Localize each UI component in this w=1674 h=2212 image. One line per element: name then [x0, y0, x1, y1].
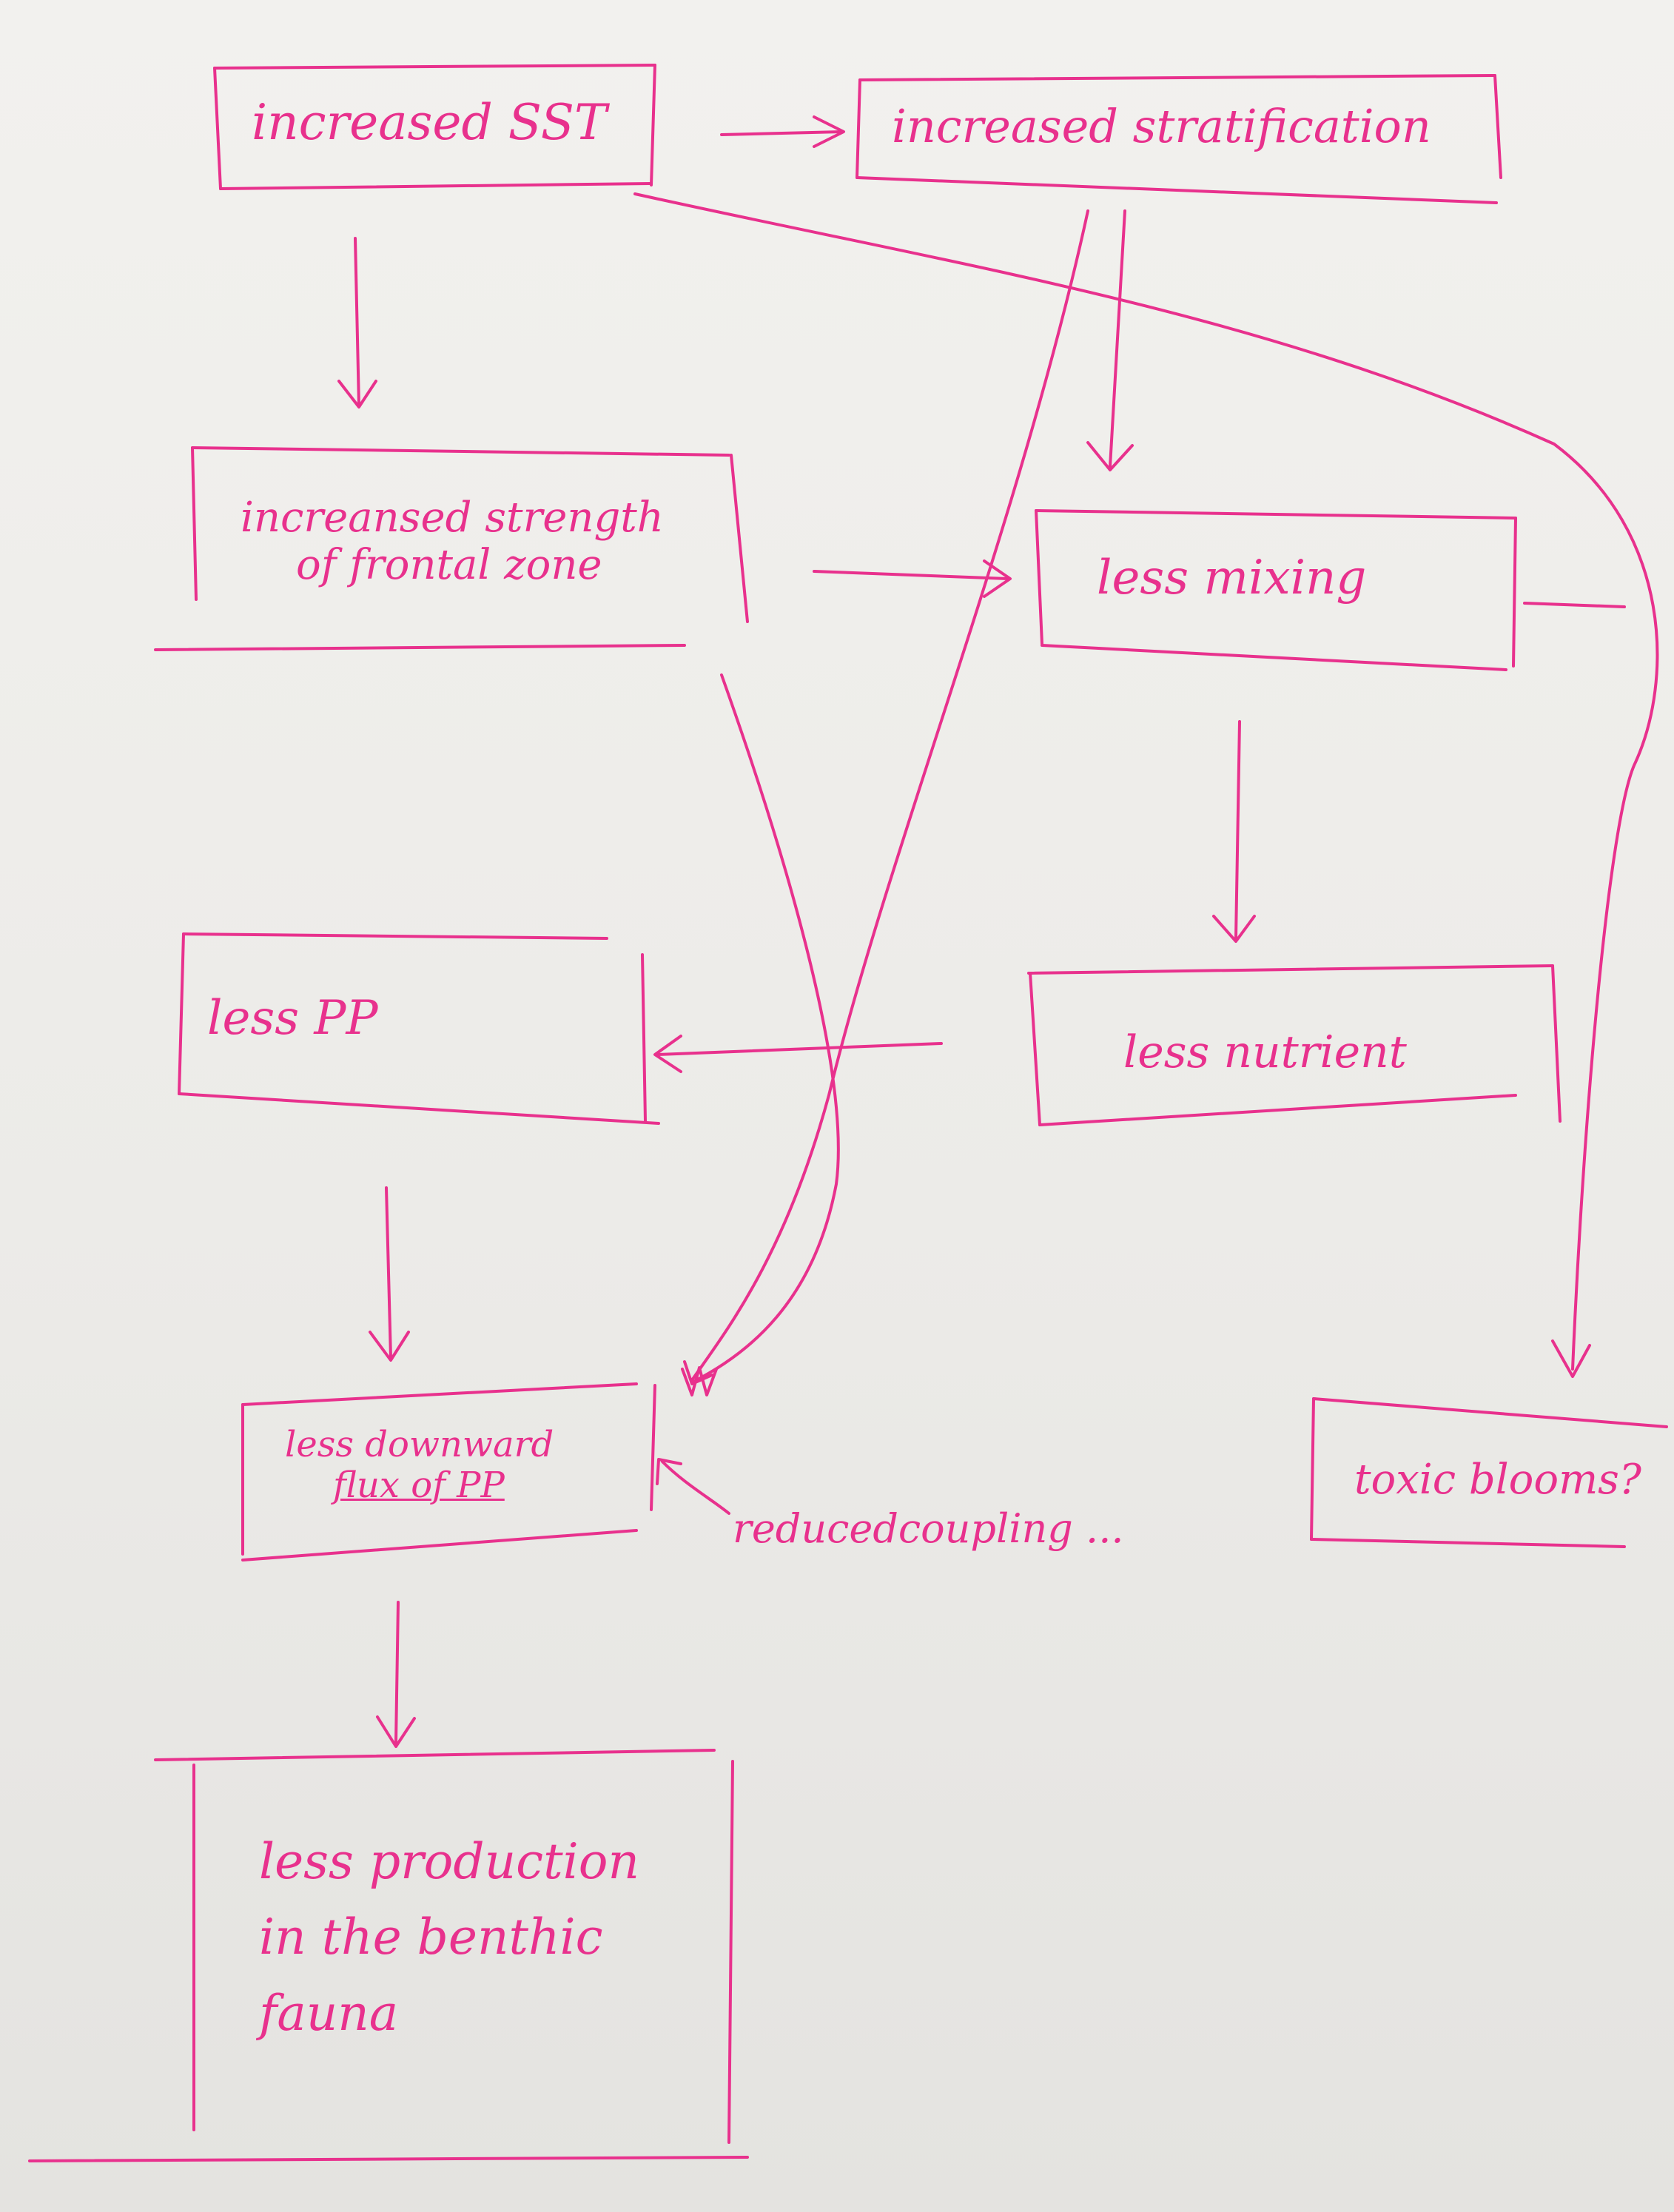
frontal-zone-line-2: of frontal zone: [296, 541, 602, 590]
box-increased-sst: [213, 64, 656, 190]
node-increased-sst: increased SST: [252, 94, 607, 151]
arrow-pp-to-downward-flux: [369, 1186, 410, 1362]
arrow-stratification-to-mixing: [1086, 209, 1134, 471]
scribble-mark: [681, 1366, 718, 1396]
arrow-flux-to-benthic: [376, 1601, 416, 1748]
node-downward-flux: less downward flux of PP: [285, 1424, 640, 1507]
node-increased-stratification: increased stratification: [892, 99, 1431, 153]
downward-flux-line-1: less downward: [285, 1424, 554, 1465]
arrow-mixing-to-nutrient: [1212, 720, 1256, 943]
frontal-zone-line-1: increansed strength: [241, 494, 664, 542]
node-less-pp: less PP: [207, 991, 378, 1046]
box-less-mixing: [1035, 509, 1517, 671]
arrow-sst-to-stratification: [720, 115, 845, 148]
box-less-nutrient: [1027, 964, 1562, 1126]
benthic-line-1: less production: [259, 1833, 640, 1890]
box-toxic-blooms: [1310, 1397, 1668, 1548]
benthic-line-2: in the benthic: [259, 1909, 603, 1966]
node-less-nutrient: less nutrient: [1123, 1026, 1407, 1078]
annotation-reduced-coupling: reducedcoupling ...: [733, 1505, 1124, 1552]
arrow-nutrient-to-pp: [653, 1035, 943, 1073]
arrow-frontal-to-mixing: [813, 559, 1012, 598]
box-less-pp: [178, 932, 660, 1125]
arrow-stratification-to-flux: [690, 209, 1089, 1382]
arrow-reduced-coupling-to-flux: [656, 1458, 730, 1515]
box-benthic-production: [28, 1749, 749, 2162]
box-frontal-zone: [154, 446, 749, 651]
benthic-line-3: fauna: [259, 1984, 399, 2042]
node-frontal-zone: increansed strength of frontal zone: [241, 494, 729, 590]
arrow-sst-to-toxic-blooms: [633, 192, 1659, 1378]
arrow-frontal-to-flux: [683, 673, 840, 1385]
box-increased-stratification: [856, 74, 1502, 204]
connector-mixing-to-blooms-line: [1523, 602, 1626, 608]
box-downward-flux: [241, 1382, 656, 1561]
arrow-sst-to-frontal-zone: [337, 237, 377, 409]
node-benthic-production: less production in the benthic fauna: [259, 1824, 703, 2051]
node-toxic-blooms: toxic blooms?: [1354, 1456, 1641, 1504]
downward-flux-line-2: flux of PP: [333, 1465, 505, 1507]
node-less-mixing: less mixing: [1097, 551, 1367, 605]
